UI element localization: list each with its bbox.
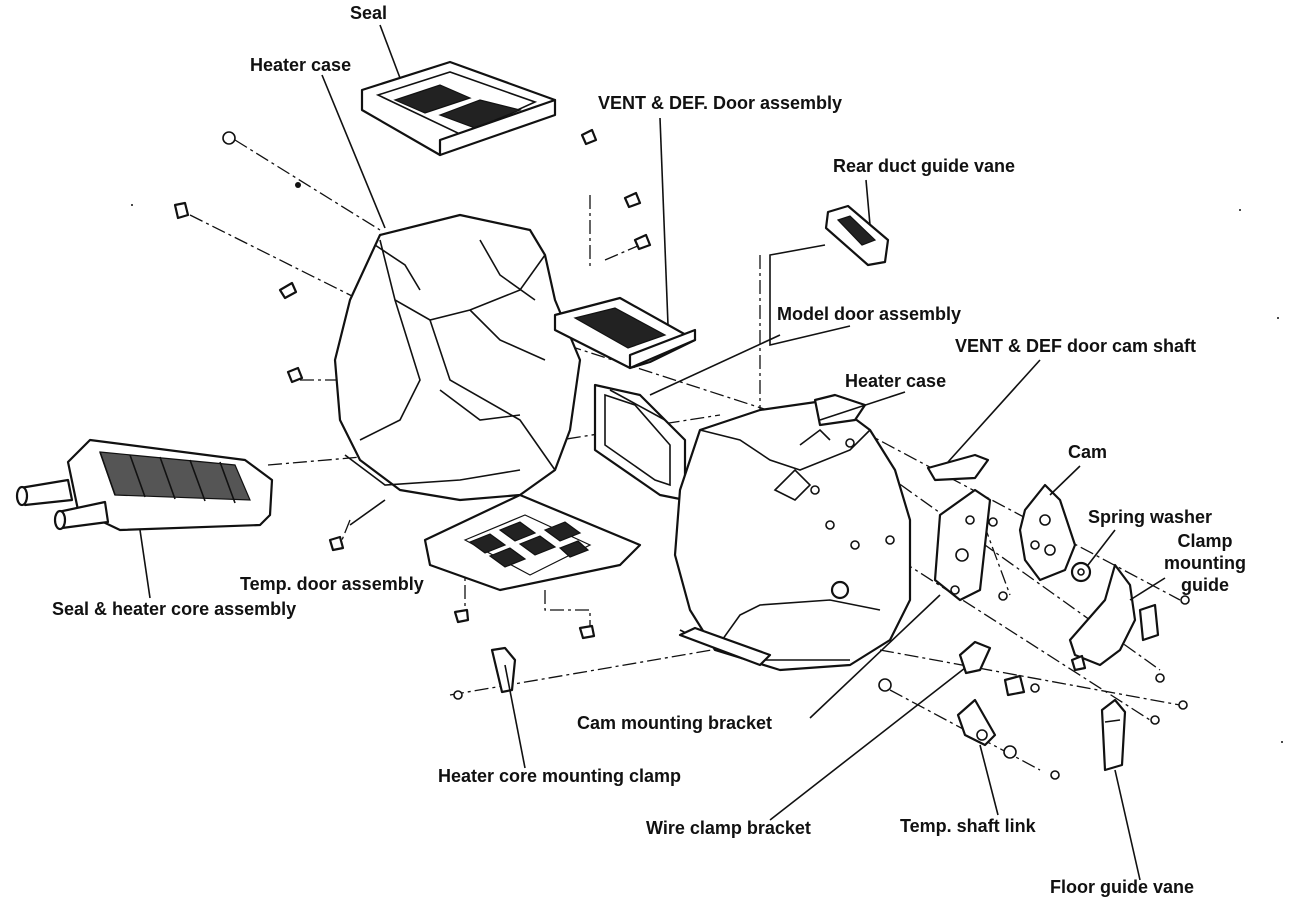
wire-clamp-bracket-part <box>958 640 992 675</box>
label-cam-mounting-bracket: Cam mounting bracket <box>577 713 773 733</box>
label-heater-core-mounting-clamp: Heater core mounting clamp <box>438 766 682 786</box>
label-seal: Seal <box>350 3 388 23</box>
floor-guide-vane-part <box>1100 698 1127 772</box>
seal-part <box>360 60 557 157</box>
label-seal-heater-core-assembly: Seal & heater core assembly <box>52 599 297 619</box>
rear-duct-guide-vane-part <box>824 204 890 267</box>
right-heater-case-part <box>673 393 912 672</box>
label-vent-def-door-cam-shaft: VENT & DEF door cam shaft <box>955 336 1197 356</box>
label-floor-guide-vane: Floor guide vane <box>1050 877 1195 897</box>
left-heater-case-part <box>333 213 582 502</box>
label-heater-case-right: Heater case <box>845 371 947 391</box>
spring-washer-part <box>1070 561 1092 583</box>
cam-shaft-part <box>926 453 990 482</box>
label-wire-clamp-bracket: Wire clamp bracket <box>646 818 811 838</box>
label-rear-duct-guide-vane: Rear duct guide vane <box>833 156 1016 176</box>
temp-shaft-link-part <box>956 698 997 747</box>
label-temp-door-assembly: Temp. door assembly <box>240 574 424 594</box>
leader-lines <box>139 24 1166 881</box>
model-door-part <box>593 383 687 502</box>
label-temp-shaft-link: Temp. shaft link <box>900 816 1036 836</box>
heater-core-part <box>15 438 274 532</box>
fasteners <box>173 128 1190 780</box>
vent-def-door-part <box>553 296 697 370</box>
label-model-door-assembly: Model door assembly <box>777 304 962 324</box>
label-heater-case-top: Heater case <box>250 55 352 75</box>
label-clamp-mounting-guide: Clamp mounting guide <box>1164 531 1246 595</box>
temp-door-part <box>423 493 642 592</box>
cam-mounting-bracket-part <box>933 488 992 602</box>
label-spring-washer: Spring washer <box>1088 507 1213 527</box>
heater-core-mounting-clamp-part <box>490 646 517 694</box>
label-vent-def-door-assembly: VENT & DEF. Door assembly <box>598 93 843 113</box>
background-specks <box>131 204 1283 743</box>
cam-part <box>1018 483 1077 582</box>
label-cam: Cam <box>1068 442 1108 462</box>
